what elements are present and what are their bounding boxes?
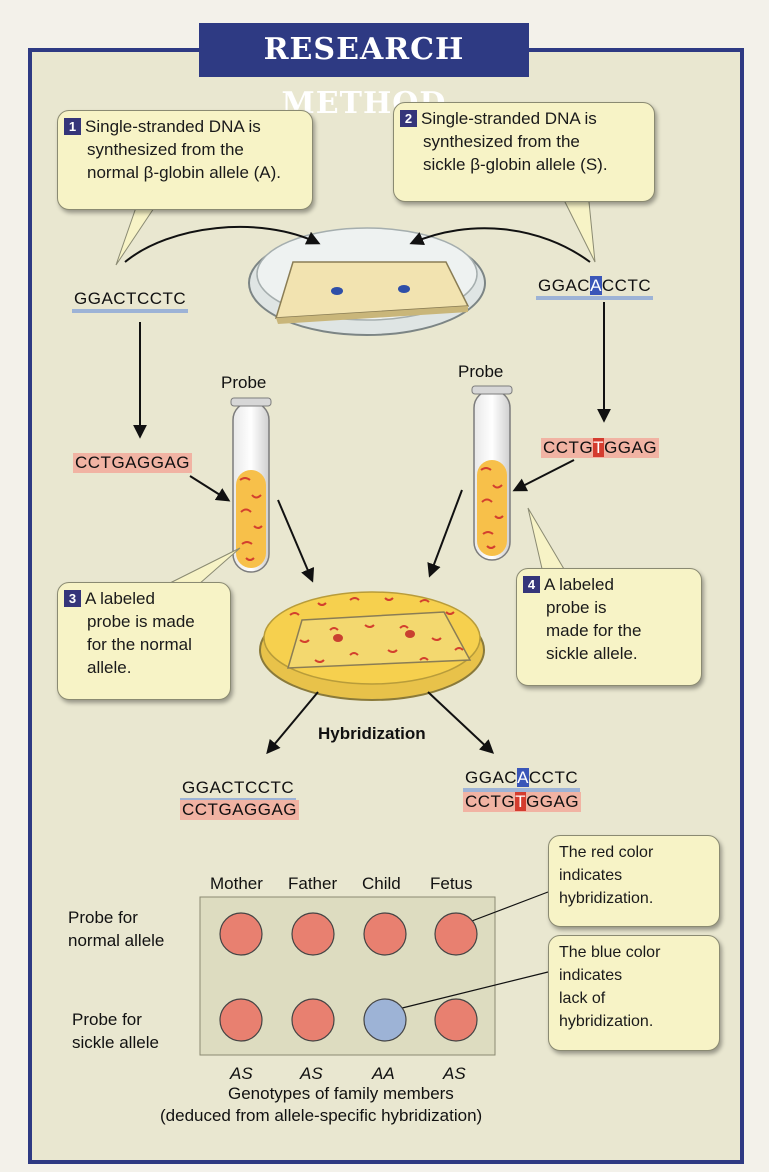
probe-label-left: Probe [221,373,266,393]
sickle-strand-sequence: GGACACCTC [536,276,653,300]
step1-line1: Single-stranded DNA is [85,117,261,136]
step3-line1: A labeled [85,589,155,608]
result-dot-child-row2 [364,999,406,1041]
sickle-probe-mutation-base: T [593,438,604,457]
result-dot-father-row2 [292,999,334,1041]
step1-number: 1 [64,118,81,135]
probe-label-right: Probe [458,362,503,382]
step2-number: 2 [400,110,417,127]
sickle-probe-sequence: CCTGTGGAG [541,438,659,458]
hybrid-left-top: GGACTCCTC [180,778,296,802]
normal-probe-sequence: CCTGAGGAG [73,453,192,473]
genotype-child: AA [372,1064,395,1084]
step2-line3: sickle β-globin allele (S). [400,153,648,176]
column-child: Child [362,874,401,894]
hybrid-right-bottom: CCTGTGGAG [463,792,581,812]
hybrid-left-bottom: CCTGAGGAG [180,800,299,820]
genotype-mother: AS [230,1064,253,1084]
result-dot-mother-row1 [220,913,262,955]
step4-line3: made for the [523,619,695,642]
result-dot-mother-row2 [220,999,262,1041]
step1-line3: normal β-globin allele (A). [64,161,306,184]
step4-line2: probe is [523,596,695,619]
result-dot-child-row1 [364,913,406,955]
step3-line4: allele. [64,656,224,679]
column-fetus: Fetus [430,874,473,894]
step4-number: 4 [523,576,540,593]
hybridization-label: Hybridization [318,724,426,744]
step1-line2: synthesized from the [64,138,306,161]
step3-line2: probe is made [64,610,224,633]
result-dot-fetus-row1 [435,913,477,955]
step2-line1: Single-stranded DNA is [421,109,597,128]
step4-line1: A labeled [544,575,614,594]
genotype-father: AS [300,1064,323,1084]
column-father: Father [288,874,337,894]
step3-line3: for the normal [64,633,224,656]
genotype-caption-line2: (deduced from allele-specific hybridizat… [160,1106,482,1126]
genotype-caption-line1: Genotypes of family members [228,1084,454,1104]
normal-strand-sequence: GGACTCCTC [72,289,188,313]
column-mother: Mother [210,874,263,894]
hybrid-right-top: GGACACCTC [463,768,580,792]
result-dot-father-row1 [292,913,334,955]
step2-line2: synthesized from the [400,130,648,153]
sickle-mutation-base: A [590,276,602,295]
genotype-fetus: AS [443,1064,466,1084]
page-title: RESEARCH METHOD [199,23,529,77]
result-dot-fetus-row2 [435,999,477,1041]
step4-line4: sickle allele. [523,642,695,665]
step3-number: 3 [64,590,81,607]
